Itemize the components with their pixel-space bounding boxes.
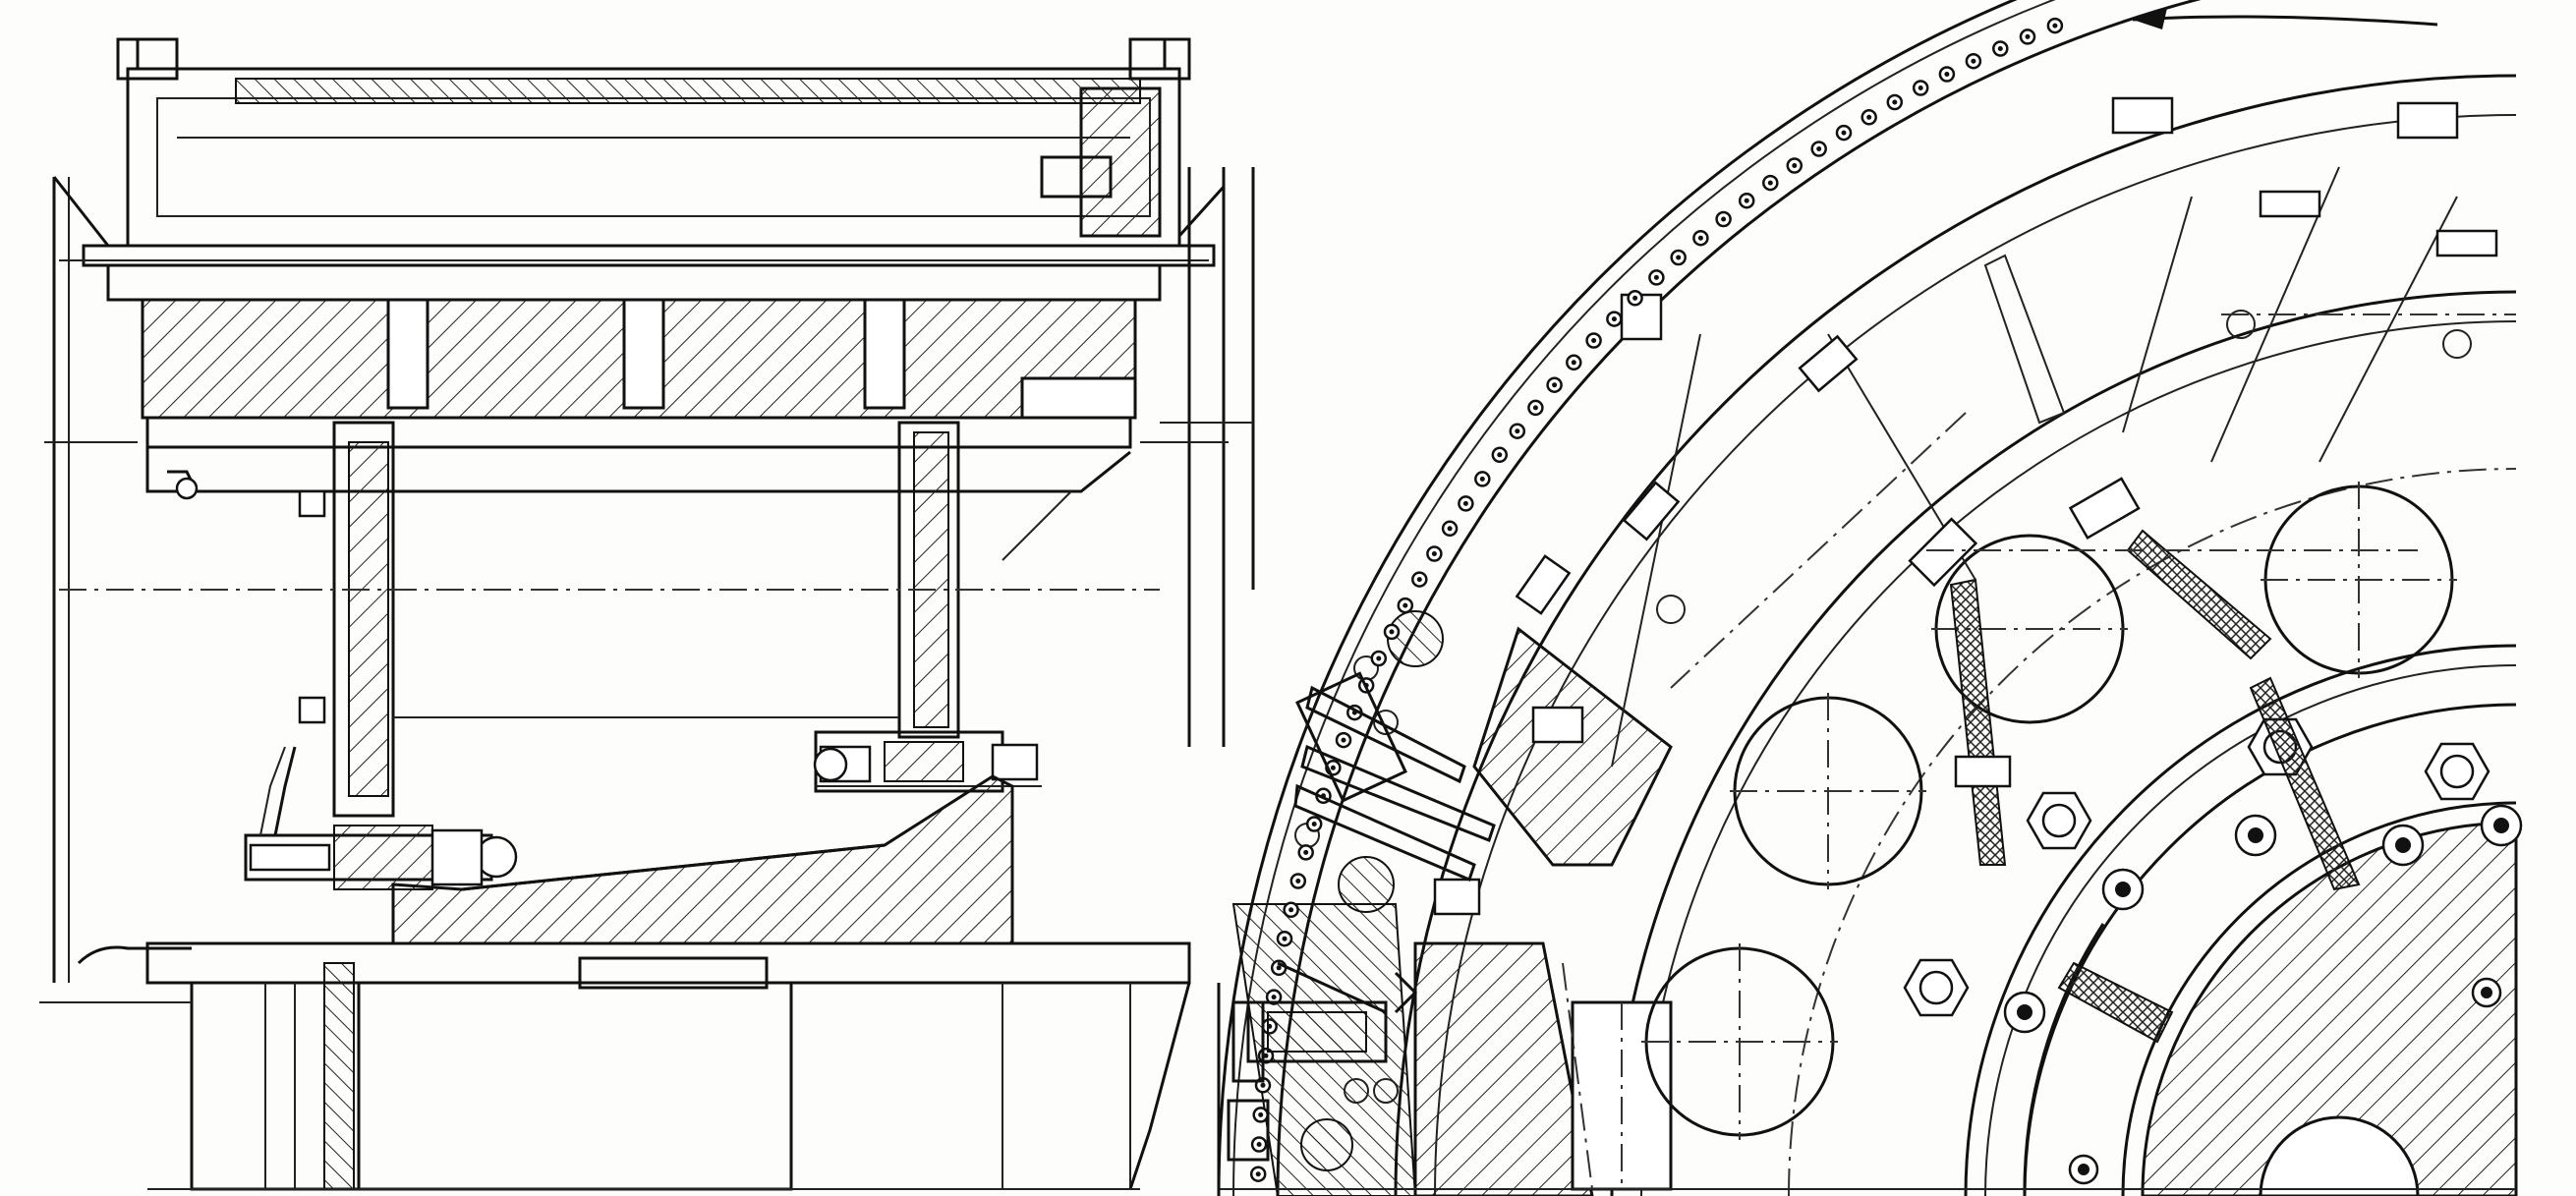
rim-bolt-center — [1402, 602, 1408, 608]
rim-bolt-center — [1721, 216, 1727, 222]
vertical-webs — [298, 421, 960, 818]
reference-lines — [1562, 313, 2516, 1190]
rim-bolt-center — [1697, 235, 1703, 241]
rim-bolt-center — [1971, 58, 1976, 64]
rim-bolt-center — [1676, 255, 1682, 260]
rim-bolt-center — [1462, 500, 1468, 506]
rim-bolt-center — [1653, 274, 1659, 280]
base-section — [39, 941, 1191, 1191]
quarter-front-view — [1217, 0, 2523, 1196]
rim-bolt-center — [1515, 428, 1520, 434]
rim-bolt-center — [1571, 360, 1576, 366]
rim-bolt-center — [1341, 737, 1346, 743]
rim-bolt-center — [1816, 146, 1822, 151]
lower-bolt-assembly — [244, 746, 518, 890]
rim-bolt-center — [1256, 1142, 1262, 1147]
side-section-view — [39, 37, 1255, 1191]
rim-bolt-center — [1311, 822, 1317, 826]
rim-bolt-center — [1552, 382, 1558, 388]
rim-bolt-center — [1255, 1171, 1261, 1177]
rim-bolt-center — [1263, 1053, 1269, 1058]
rim-bolt-center — [1918, 85, 1923, 90]
rim-bolt-center — [2025, 33, 2031, 39]
rim-bolt-center — [1997, 46, 2003, 51]
cover-plate — [59, 244, 1216, 302]
rim-bolt-center — [1479, 476, 1485, 482]
rim-bolt-center — [1260, 1082, 1266, 1088]
small-holes — [1294, 310, 2472, 1171]
rim-bolt-center — [2052, 23, 2058, 28]
rim-bolt-center — [1792, 163, 1798, 168]
outer-walls — [44, 167, 1255, 983]
rim-bolt-center — [1632, 295, 1638, 301]
rim-bolt-center — [1416, 577, 1422, 583]
rim-bolt-center — [1303, 849, 1309, 855]
rim-bolt-center — [1271, 995, 1277, 1000]
outer-rim-bolts — [1249, 17, 2064, 1182]
rim-bolt-center — [1282, 936, 1288, 941]
rim-bolt-center — [1376, 655, 1382, 661]
rim-bolt-center — [1288, 907, 1294, 913]
nut-assemblies — [1903, 717, 2523, 1185]
rim-bolt-center — [1447, 526, 1453, 532]
upper-housing — [116, 37, 1191, 248]
rim-clamps — [1433, 96, 2498, 916]
upper-hatched-block — [141, 298, 1137, 561]
rim-bolt-center — [1431, 551, 1437, 556]
hatched-sectors — [1231, 626, 1673, 1196]
rim-bolt-center — [1611, 316, 1617, 322]
rim-bolt-center — [1276, 965, 1282, 971]
rim-bolt-center — [1744, 198, 1749, 203]
rim-bolt-center — [1389, 629, 1395, 635]
right-bolt-assembly — [813, 730, 1042, 793]
rim-bolt-center — [1295, 879, 1301, 883]
rim-bolt-center — [1497, 452, 1503, 458]
radial-struts — [1611, 166, 2458, 1044]
rim-bolt-center — [1841, 130, 1847, 136]
rim-bolt-center — [1866, 114, 1872, 120]
rim-bolt-center — [1767, 180, 1773, 186]
rim-bolt-center — [1591, 338, 1597, 343]
rim-wedges — [1227, 671, 1496, 1162]
rim-bolt-center — [1892, 99, 1898, 105]
hub-section — [2023, 821, 2518, 1196]
rim-bolt-center — [1944, 72, 1950, 77]
rim-bolt-center — [1258, 1111, 1264, 1117]
lightening-holes — [1641, 482, 2457, 1140]
rotation-arrow — [2132, 8, 2438, 29]
rim-bolt-center — [1532, 405, 1538, 411]
rim-bolt-center — [1330, 765, 1336, 770]
